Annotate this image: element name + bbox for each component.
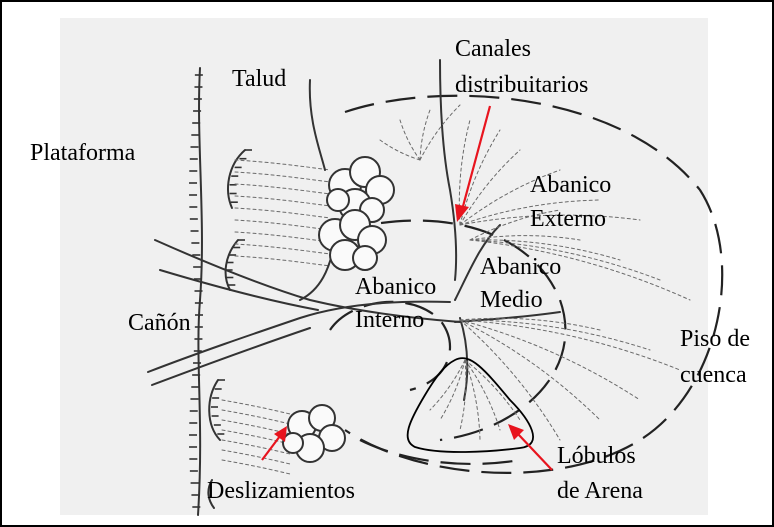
label-lobulos-1: Lóbulos <box>557 443 636 469</box>
label-deslizamientos: Deslizamientos <box>207 478 355 504</box>
arrow-canales <box>455 105 492 222</box>
shelf-edge <box>189 67 203 516</box>
arrow-deslizamientos <box>261 426 287 461</box>
label-abanico-interno-2: Interno <box>355 307 424 333</box>
label-abanico-medio-2: Medio <box>480 287 543 313</box>
label-abanico-interno-1: Abanico <box>355 274 436 300</box>
label-abanico-externo-1: Abanico <box>530 172 611 198</box>
label-abanico-medio-1: Abanico <box>480 254 561 280</box>
outer-fan-boundary <box>344 94 724 474</box>
slope-scarps <box>207 149 252 509</box>
arrow-lobulos <box>508 424 553 471</box>
slump-middle <box>318 209 387 271</box>
annotation-arrows <box>261 105 553 471</box>
middle-fan-boundary <box>339 219 567 442</box>
slump-lower <box>282 404 346 463</box>
label-lobulos-2: de Arena <box>557 478 643 504</box>
canyon-channels <box>147 59 561 401</box>
distributary-tributaries <box>379 104 691 441</box>
label-abanico-externo-2: Externo <box>530 206 606 232</box>
distal-boundary-lower <box>359 439 521 465</box>
label-canales-1: Canales <box>455 36 531 62</box>
label-piso-cuenca-2: cuenca <box>680 362 747 388</box>
label-canales-2: distribuitarios <box>455 72 588 98</box>
slump-deposits <box>282 156 395 463</box>
sketch-panel <box>60 18 708 515</box>
label-piso-cuenca-1: Piso de <box>680 326 750 352</box>
sand-lobe-outline <box>406 357 534 453</box>
label-plataforma: Plataforma <box>30 140 136 166</box>
labels: Canales distribuitarios Talud Plataforma… <box>30 36 750 504</box>
label-canon: Cañón <box>128 310 191 336</box>
label-talud: Talud <box>232 66 286 92</box>
